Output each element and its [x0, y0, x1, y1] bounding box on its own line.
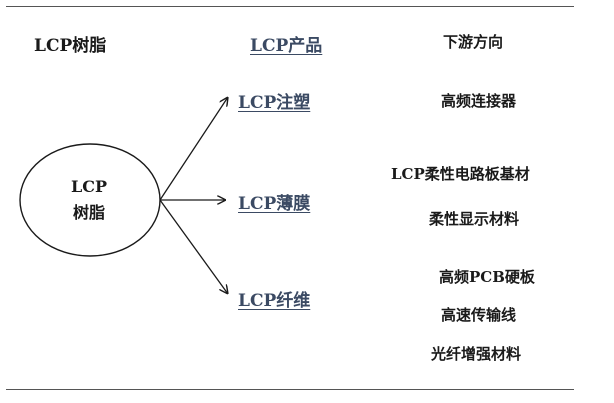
resin-node-line2: 树脂: [72, 203, 105, 222]
downstream-item: LCP柔性电路板基材: [391, 165, 530, 183]
downstream-item: 高频连接器: [441, 92, 517, 110]
header-product: LCP产品: [250, 36, 323, 56]
downstream-item: 高速传输线: [441, 306, 517, 324]
bottom-rule: [6, 389, 574, 390]
downstream-item: 光纤增强材料: [431, 345, 522, 363]
arrow-to-fiber: [159, 199, 228, 294]
resin-node-label: LCP 树脂: [40, 174, 138, 226]
product-fiber: LCP纤维: [238, 291, 311, 311]
downstream-item: 高频PCB硬板: [439, 268, 535, 286]
header-resin: LCP树脂: [34, 36, 107, 56]
header-downstream: 下游方向: [443, 33, 504, 51]
downstream-item: 柔性显示材料: [429, 210, 520, 228]
product-injection-molding: LCP注塑: [238, 93, 311, 113]
top-rule: [6, 6, 574, 7]
arrow-to-injection: [159, 97, 228, 201]
resin-node-line1: LCP: [70, 177, 107, 196]
product-film: LCP薄膜: [238, 194, 311, 214]
